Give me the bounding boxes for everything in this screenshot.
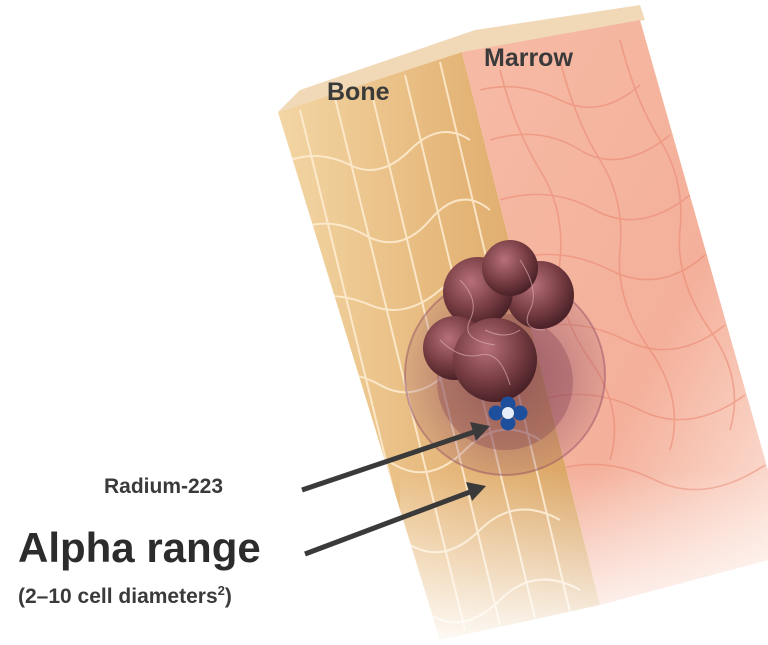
cell-diameters-close: ) bbox=[225, 585, 232, 608]
citation-superscript: 2 bbox=[218, 583, 225, 598]
alpha-range-label: Alpha range bbox=[18, 524, 261, 572]
marrow-label: Marrow bbox=[484, 44, 573, 73]
bone-label: Bone bbox=[327, 78, 390, 107]
cell-diameters-text: (2–10 cell diameters bbox=[18, 585, 218, 608]
cell-diameters-label: (2–10 cell diameters2) bbox=[18, 583, 232, 609]
radium-223-label: Radium-223 bbox=[104, 475, 223, 499]
